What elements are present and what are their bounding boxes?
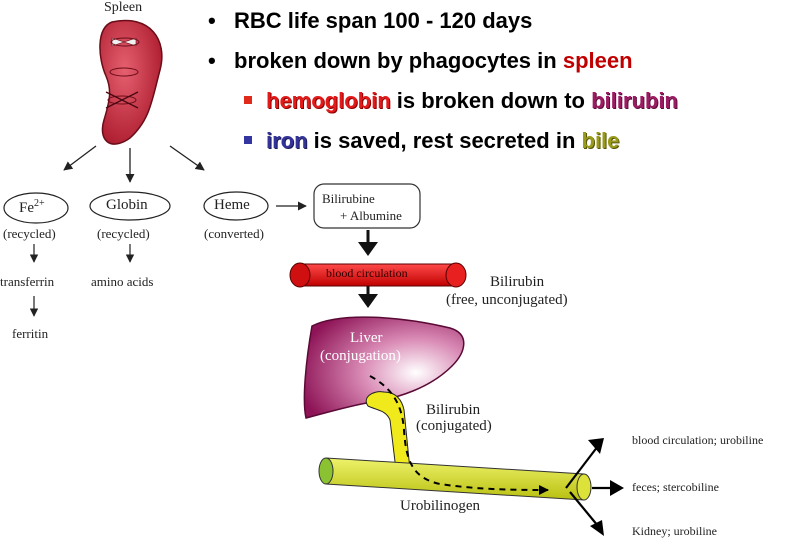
sub-bullet-hemoglobin-mid: is broken down to — [390, 88, 592, 113]
heme-label: Heme — [214, 197, 250, 213]
bullet-lifespan-text: RBC life span 100 - 120 days — [234, 8, 533, 33]
output-blood-label: blood circulation; urobiline — [632, 433, 764, 447]
globin-recycled-label: (recycled) — [97, 226, 150, 241]
bile-duct — [365, 391, 411, 471]
blood-vessel — [289, 262, 467, 288]
fe-label: Fe2+ — [19, 198, 45, 217]
fe-superscript: 2+ — [34, 198, 45, 209]
blood-circulation-label: blood circulation — [326, 266, 408, 280]
globin-label: Globin — [106, 197, 148, 213]
thick-arrow-2 — [358, 286, 378, 308]
heme-converted-label: (converted) — [204, 226, 264, 241]
albumine-label: + Albumine — [340, 208, 402, 223]
liver-conjugation-label: (conjugation) — [320, 348, 401, 364]
sub-bullet-iron-mid: is saved, rest secreted in — [307, 128, 582, 153]
bilirubin-free-sub-label: (free, unconjugated) — [446, 292, 568, 308]
bilirubin-free-label: Bilirubin — [490, 274, 545, 290]
bilirubin-conj-label: Bilirubin — [426, 402, 481, 418]
transferrin-label: transferrin — [0, 274, 55, 289]
bullet-item-breakdown: • broken down by phagocytes in spleen — [208, 46, 678, 76]
fe-oval — [3, 192, 69, 224]
spleen-organ — [99, 19, 163, 145]
sub-bullet-iron: iron is saved, rest secreted in bile — [208, 126, 678, 156]
bullet-item-lifespan: • RBC life span 100 - 120 days — [208, 6, 678, 36]
fe-base: Fe — [19, 200, 34, 216]
bilirubin-path-dashed — [369, 375, 549, 495]
bilirubin-conj-sub-label: (conjugated) — [416, 418, 492, 434]
bullet-list: • RBC life span 100 - 120 days • broken do… — [208, 6, 678, 156]
output-kidney-label: Kidney; urobiline — [632, 524, 717, 538]
sub-bullet-hemoglobin-word: hemoglobin — [266, 88, 391, 113]
amino-acids-label: amino acids — [91, 274, 154, 289]
sub-bullet-hemoglobin: hemoglobin is broken down to bilirubin — [208, 86, 678, 116]
output-feces-label: feces; stercobiline — [632, 480, 719, 494]
liver-organ — [303, 316, 465, 419]
bilirubine-albumine-box — [313, 183, 421, 229]
output-arrows — [565, 438, 624, 536]
bullet-dot: • — [208, 48, 216, 73]
sub-bullet-bilirubin-word: bilirubin — [591, 88, 678, 113]
ferritin-label: ferritin — [12, 326, 49, 341]
bullet-dot: • — [208, 8, 216, 33]
intestine — [318, 457, 592, 501]
globin-oval — [89, 191, 171, 221]
spleen-label: Spleen — [104, 0, 143, 15]
bullet-breakdown-highlight: spleen — [562, 48, 633, 73]
sub-bullet-square-blue — [244, 136, 252, 145]
fe-recycled-label: (recycled) — [3, 226, 56, 241]
bilirubine-label: Bilirubine — [322, 191, 375, 206]
heme-oval — [203, 191, 269, 221]
arrow-spleen-fe — [63, 145, 97, 171]
urobilinogen-label: Urobilinogen — [400, 498, 480, 514]
sub-bullet-square-red — [244, 96, 252, 105]
thick-arrow-1 — [358, 230, 378, 256]
liver-label: Liver — [350, 330, 383, 346]
sub-bullet-bile-word: bile — [581, 128, 620, 153]
arrow-spleen-heme — [169, 145, 205, 171]
sub-bullet-iron-word: iron — [266, 128, 308, 153]
bullet-breakdown-text: broken down by phagocytes in — [234, 48, 563, 73]
